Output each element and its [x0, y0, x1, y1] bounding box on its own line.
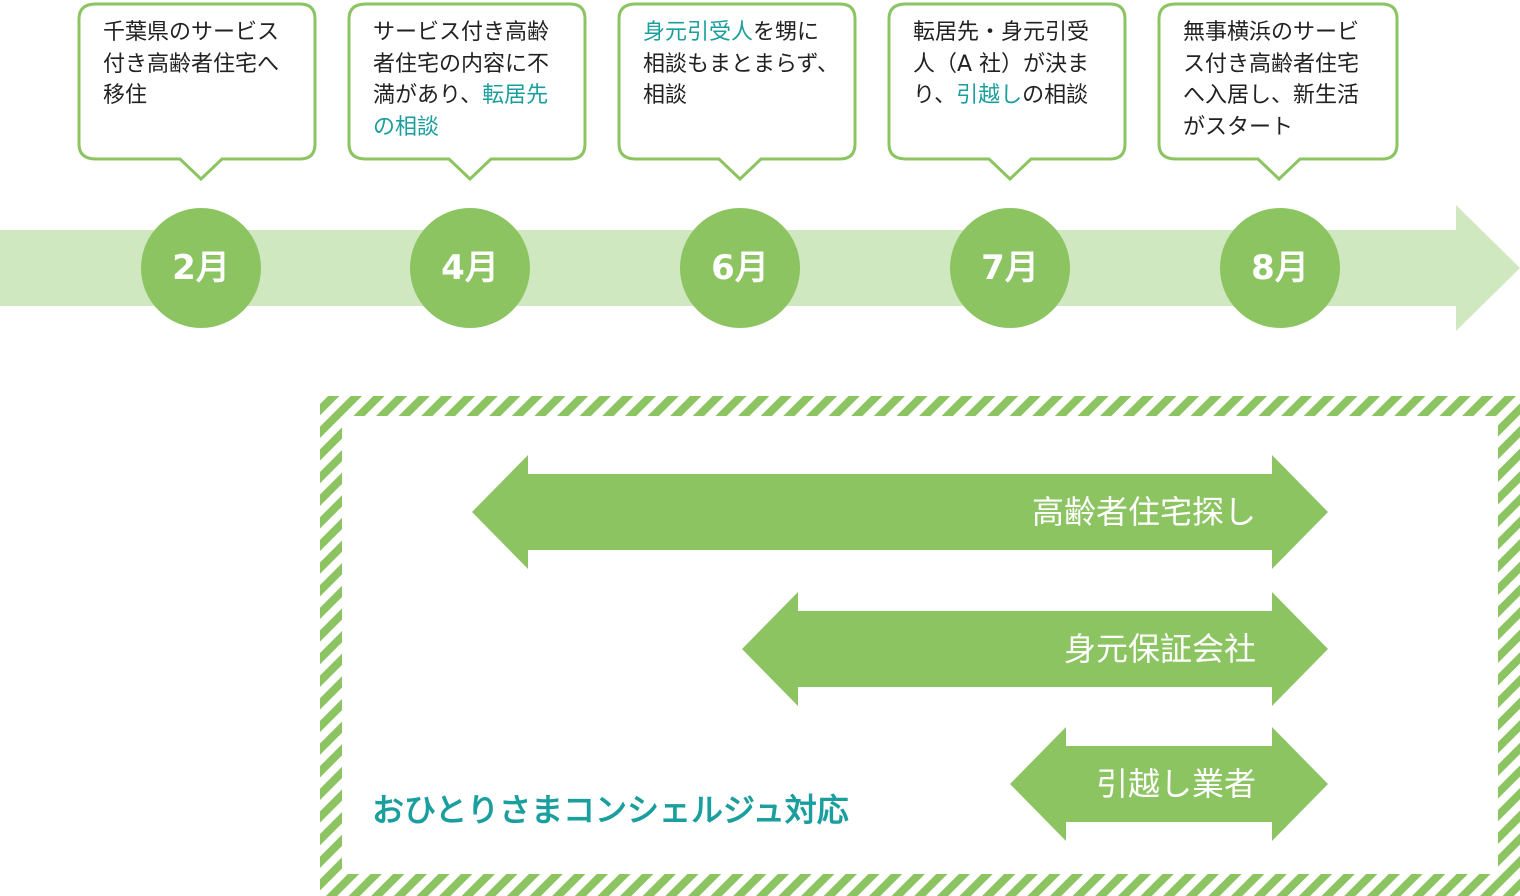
event-text-segment: 千葉県のサービス: [103, 20, 280, 45]
event-text-line: 無事横浜のサービ: [1183, 17, 1359, 49]
event-text-segment: 相談もまとまらず、: [643, 51, 840, 77]
month-circle-2: [410, 208, 530, 328]
event-text-line: サービス付き高齢: [373, 17, 549, 49]
month-label-feb: 2月: [172, 248, 230, 288]
event-text-segment: 満があり、: [373, 83, 483, 108]
event-text-line: 満があり、転居先: [373, 80, 549, 112]
month-circle-5: [1220, 208, 1340, 328]
event-text-line: 身元引受人を甥に: [643, 17, 839, 49]
event-text-line: へ入居し、新生活: [1183, 80, 1359, 112]
event-text-segment: ス付き高齢者住宅: [1183, 51, 1360, 77]
event-text-line: 千葉県のサービス: [103, 17, 279, 49]
event-text-aug: 無事横浜のサービス付き高齢者住宅へ入居し、新生活がスタート: [1183, 17, 1359, 143]
event-text-line: り、引越しの相談: [913, 80, 1089, 112]
month-circle-4: [950, 208, 1070, 328]
event-text-segment: の相談: [1022, 83, 1089, 108]
month-label-apr: 4月: [441, 248, 499, 288]
event-text-highlight: 引越し: [956, 83, 1023, 108]
event-text-line: 相談もまとまらず、: [643, 49, 839, 81]
support-arrows: [472, 455, 1328, 841]
event-text-segment: 転居先・身元引受: [913, 20, 1090, 45]
speech-bubble-4: [887, 2, 1127, 182]
event-text-jul: 転居先・身元引受人（A 社）が決まり、引越しの相談: [913, 17, 1089, 112]
event-text-line: 移住: [103, 80, 279, 112]
event-text-segment: がスタート: [1183, 114, 1294, 140]
event-text-line: 付き高齢者住宅へ: [103, 49, 279, 81]
event-text-highlight: 身元引受人: [643, 20, 754, 45]
event-text-segment: 者住宅の内容に不: [373, 51, 550, 77]
month-circle-1: [141, 208, 261, 328]
support-label-guarantor: 身元保証会社: [1063, 630, 1256, 668]
event-text-line: 人（A 社）が決ま: [913, 49, 1089, 81]
event-text-segment: へ入居し、新生活: [1183, 83, 1360, 108]
month-label-aug: 8月: [1251, 248, 1309, 288]
event-text-segment: り、: [913, 83, 957, 108]
span-arrow-housing-search: [472, 455, 1328, 569]
month-label-jun: 6月: [711, 248, 769, 288]
month-circle-3: [680, 208, 800, 328]
support-label-housing-search: 高齢者住宅探し: [1031, 493, 1256, 531]
speech-bubble-2: [347, 2, 587, 182]
speech-bubbles: [77, 2, 1399, 182]
speech-bubble-1: [77, 2, 317, 182]
month-markers: [141, 208, 1340, 328]
event-text-line: 相談: [643, 80, 839, 112]
event-text-apr: サービス付き高齢者住宅の内容に不満があり、転居先の相談: [373, 17, 549, 143]
month-label-jul: 7月: [981, 248, 1039, 288]
span-arrow-guarantor: [742, 592, 1328, 706]
event-text-jun: 身元引受人を甥に相談もまとまらず、相談: [643, 17, 839, 112]
event-text-segment: 相談: [643, 83, 688, 108]
event-text-line: 者住宅の内容に不: [373, 49, 549, 81]
speech-bubble-3: [617, 2, 857, 182]
span-arrow-movers: [1010, 727, 1328, 841]
event-text-segment: サービス付き高齢: [373, 20, 550, 45]
event-text-line: 転居先・身元引受: [913, 17, 1089, 49]
event-text-highlight: 転居先: [482, 83, 549, 108]
event-text-segment: 人（A 社）が決ま: [913, 51, 1090, 77]
event-text-feb: 千葉県のサービス付き高齢者住宅へ移住: [103, 17, 279, 112]
support-label-movers: 引越し業者: [1095, 765, 1256, 803]
event-text-line: ス付き高齢者住宅: [1183, 49, 1359, 81]
event-text-highlight: の相談: [373, 114, 440, 140]
speech-bubble-5: [1157, 2, 1399, 182]
event-text-segment: を甥に: [753, 20, 820, 45]
event-text-line: の相談: [373, 112, 549, 144]
event-text-segment: 付き高齢者住宅へ: [103, 51, 280, 77]
event-text-segment: 移住: [103, 83, 148, 108]
support-caption: おひとりさまコンシェルジュ対応: [372, 791, 849, 829]
event-text-segment: 無事横浜のサービ: [1183, 20, 1360, 45]
event-text-line: がスタート: [1183, 112, 1359, 144]
